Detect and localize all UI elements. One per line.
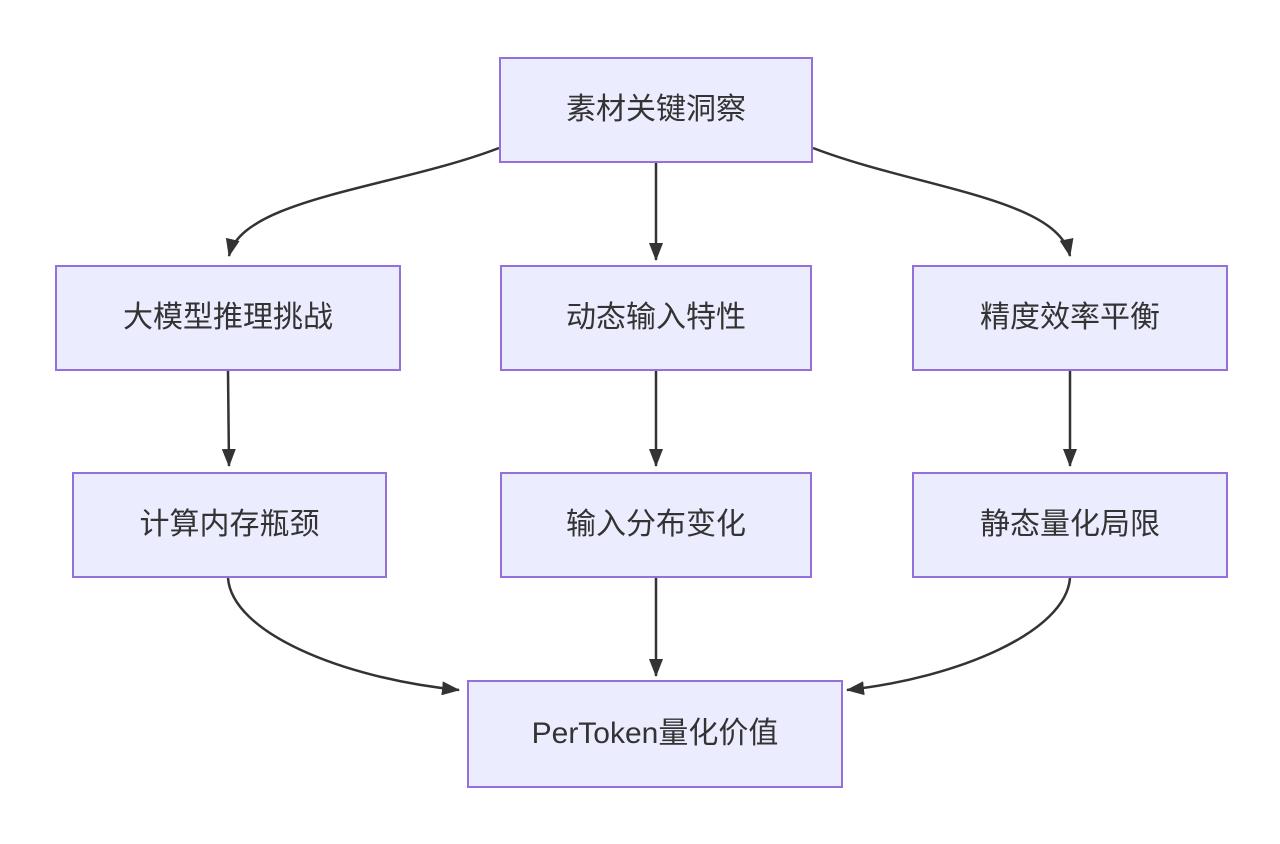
edge-static-quant-limit-to-per-token-value bbox=[846, 577, 1072, 696]
node-per-token-value-label: PerToken量化价值 bbox=[531, 717, 779, 750]
node-input-distribution-shift-label: 输入分布变化 bbox=[566, 508, 746, 541]
edge-compute-memory-bottleneck-to-per-token-value bbox=[226, 577, 460, 696]
node-static-quant-limit: 静态量化局限 bbox=[912, 472, 1228, 578]
node-compute-memory-bottleneck-label: 计算内存瓶颈 bbox=[139, 508, 320, 541]
edge-insight-to-llm-inference-challenge bbox=[225, 146, 500, 257]
node-static-quant-limit-label: 静态量化局限 bbox=[980, 508, 1160, 541]
node-accuracy-efficiency: 精度效率平衡 bbox=[912, 265, 1228, 371]
node-llm-inference-challenge-label: 大模型推理挑战 bbox=[123, 301, 333, 334]
edge-insight-to-accuracy-efficiency bbox=[812, 146, 1074, 257]
node-input-distribution-shift: 输入分布变化 bbox=[500, 472, 812, 578]
edge-llm-inference-challenge-to-compute-memory-bottleneck bbox=[221, 370, 236, 467]
node-compute-memory-bottleneck: 计算内存瓶颈 bbox=[72, 472, 387, 578]
node-per-token-value: PerToken量化价值 bbox=[467, 680, 843, 788]
node-accuracy-efficiency-label: 精度效率平衡 bbox=[980, 301, 1160, 334]
node-llm-inference-challenge: 大模型推理挑战 bbox=[55, 265, 401, 371]
node-insight: 素材关键洞察 bbox=[499, 57, 813, 163]
node-dynamic-input: 动态输入特性 bbox=[500, 265, 812, 371]
node-insight-label: 素材关键洞察 bbox=[566, 93, 746, 126]
node-dynamic-input-label: 动态输入特性 bbox=[566, 301, 746, 334]
